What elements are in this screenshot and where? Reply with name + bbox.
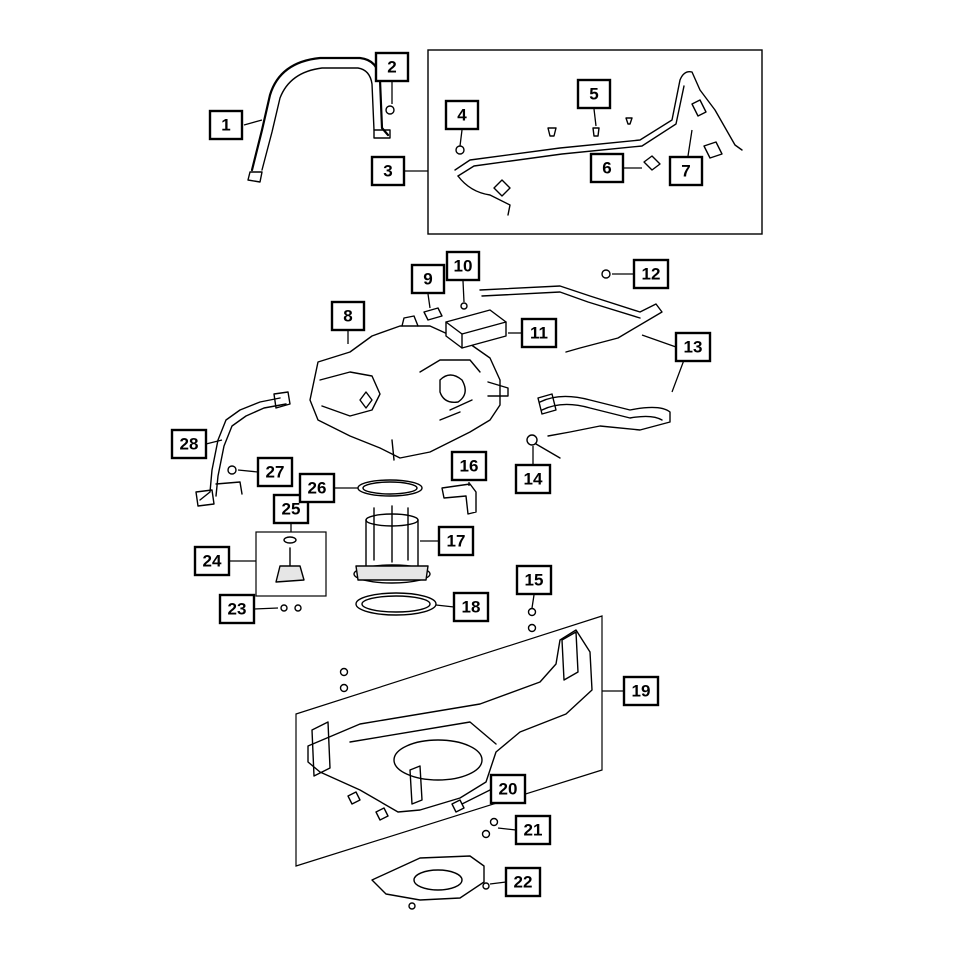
svg-text:11: 11 [530, 324, 548, 343]
callout-26: 26 [298, 472, 336, 504]
callout-17: 17 [437, 525, 475, 557]
svg-text:25: 25 [282, 500, 301, 519]
callout-11: 11 [520, 317, 558, 349]
vent-line-group-box [427, 49, 763, 235]
part-vent-clip [455, 145, 465, 155]
svg-text:21: 21 [524, 821, 543, 840]
svg-text:28: 28 [180, 435, 199, 454]
sender-group-box [255, 531, 327, 597]
part-check-valve [423, 307, 443, 321]
callout-8: 8 [330, 300, 366, 332]
svg-text:18: 18 [462, 598, 481, 617]
part-screw [460, 302, 468, 310]
callout-6: 6 [589, 152, 625, 184]
callout-14: 14 [514, 463, 552, 495]
part-skid-plate [307, 629, 593, 813]
callout-27: 27 [256, 456, 294, 488]
svg-text:13: 13 [684, 338, 703, 357]
callout-1: 1 [208, 109, 244, 141]
callout-28: 28 [170, 428, 208, 460]
callout-19: 19 [622, 675, 660, 707]
svg-text:23: 23 [228, 600, 247, 619]
svg-text:9: 9 [423, 270, 432, 289]
callout-7: 7 [668, 155, 704, 187]
callout-15: 15 [515, 564, 553, 596]
part-bolt-set [339, 667, 499, 839]
part-screw-set [280, 604, 302, 612]
callout-5: 5 [576, 78, 612, 110]
svg-text:7: 7 [681, 162, 690, 181]
part-fastener [227, 465, 237, 475]
part-nut-insert [347, 791, 465, 821]
part-nut [601, 269, 611, 279]
part-fuel-tank-strap [247, 56, 391, 183]
part-strap-nut [385, 105, 395, 115]
part-o-ring [283, 536, 297, 544]
svg-text:22: 22 [514, 873, 533, 892]
part-bracket [441, 483, 477, 515]
svg-text:20: 20 [499, 780, 518, 799]
callout-16: 16 [450, 450, 488, 482]
part-clip-fastener [547, 117, 633, 137]
svg-text:4: 4 [457, 106, 467, 125]
svg-text:5: 5 [589, 85, 598, 104]
part-vent-line [454, 70, 743, 216]
callout-3: 3 [370, 155, 406, 187]
part-evap-module [445, 309, 507, 349]
svg-text:6: 6 [602, 159, 611, 178]
part-fuel-level-sender [275, 547, 305, 583]
svg-text:14: 14 [524, 470, 543, 489]
svg-text:17: 17 [447, 532, 466, 551]
part-fuel-tank [309, 315, 509, 461]
svg-text:27: 27 [266, 463, 285, 482]
leader-lines [205, 82, 693, 885]
part-lock-ring [355, 592, 437, 616]
part-line-clip [643, 155, 661, 171]
callout-10: 10 [445, 250, 481, 282]
svg-text:19: 19 [632, 682, 651, 701]
part-module-seal [357, 479, 423, 497]
callout-22: 22 [504, 866, 542, 898]
callout-9: 9 [410, 263, 446, 295]
svg-text:24: 24 [203, 552, 222, 571]
callout-12: 12 [632, 258, 670, 290]
part-heat-shield [371, 855, 490, 910]
svg-text:15: 15 [525, 571, 544, 590]
callout-13: 13 [674, 331, 712, 363]
svg-text:16: 16 [460, 457, 479, 476]
svg-text:2: 2 [387, 58, 396, 77]
callout-24: 24 [193, 545, 231, 577]
svg-text:10: 10 [454, 257, 473, 276]
svg-text:8: 8 [343, 307, 352, 326]
part-bolt [527, 607, 537, 633]
part-fuel-pump-module [353, 505, 431, 584]
callout-23: 23 [218, 593, 256, 625]
part-fill-hose-assembly [479, 285, 671, 437]
callout-21: 21 [514, 814, 552, 846]
part-wiring-harness [195, 391, 291, 507]
callout-18: 18 [452, 591, 490, 623]
svg-text:26: 26 [308, 479, 327, 498]
skid-plate-group-box [295, 615, 603, 867]
callout-2: 2 [374, 51, 410, 83]
callout-20: 20 [489, 773, 527, 805]
callout-4: 4 [444, 99, 480, 131]
svg-text:12: 12 [642, 265, 661, 284]
svg-text:3: 3 [383, 162, 392, 181]
svg-text:1: 1 [221, 116, 230, 135]
part-hose-clamp [526, 434, 561, 459]
